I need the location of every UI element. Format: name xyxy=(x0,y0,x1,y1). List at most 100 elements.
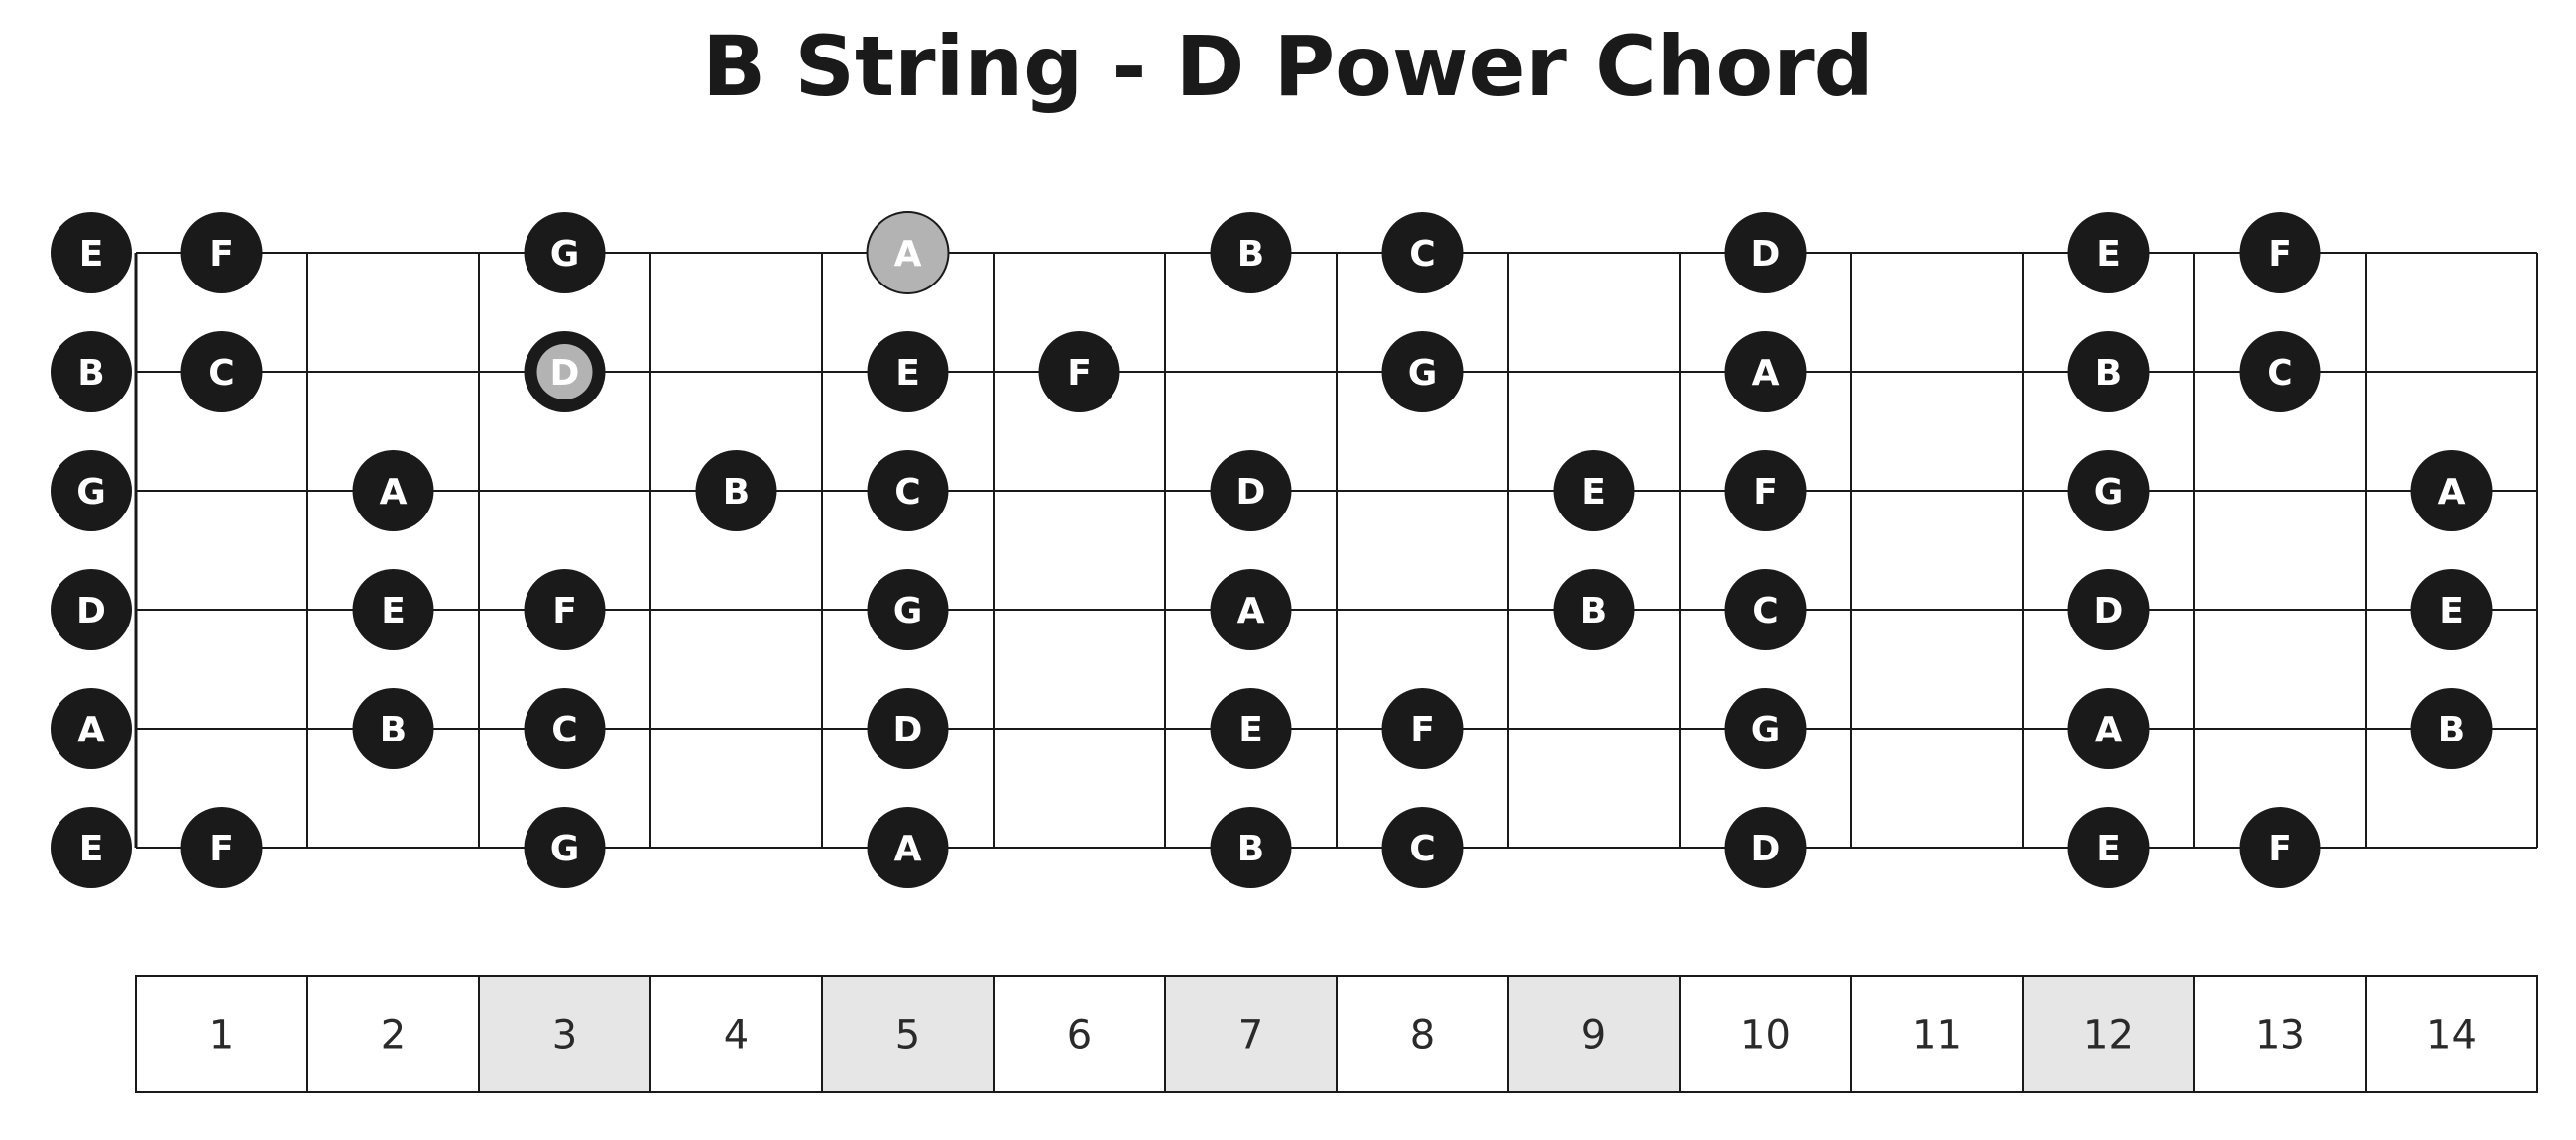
note-label: G xyxy=(2094,472,2124,513)
fret-number-box xyxy=(1850,975,2024,1093)
note-dot-circle xyxy=(867,331,949,412)
note-dot: A xyxy=(1210,569,1292,650)
note-label: B xyxy=(380,710,407,750)
note-label: C xyxy=(1409,234,1435,275)
fret-number-cell: 2 xyxy=(306,975,480,1093)
fret-number-box xyxy=(135,975,308,1093)
note-dot-circle xyxy=(867,688,949,769)
chart-title: B String - D Power Chord xyxy=(702,18,1874,115)
note-dot-circle xyxy=(867,807,949,888)
note-label: E xyxy=(2096,234,2121,275)
note-dot: A xyxy=(866,211,950,294)
note-dot: E xyxy=(867,331,949,412)
note-label: F xyxy=(2268,234,2292,275)
note-dot-circle xyxy=(1210,569,1292,650)
note-label: A xyxy=(2438,472,2466,513)
note-dot-circle xyxy=(867,450,949,531)
note-dot-circle xyxy=(51,569,132,650)
fret-number-cell: 3 xyxy=(478,975,651,1093)
note-label: C xyxy=(2267,353,2292,394)
fret-number-label: 8 xyxy=(1410,1013,1435,1059)
note-dot-circle xyxy=(2067,569,2150,650)
note-dot: B xyxy=(2410,688,2493,769)
note-dot-circle xyxy=(2067,212,2150,293)
fret-number-label: 2 xyxy=(381,1013,406,1059)
note-dot-circle xyxy=(1210,807,1292,888)
note-dot-circle xyxy=(51,212,132,293)
note-label: G xyxy=(893,591,923,631)
note-dot-circle xyxy=(524,807,606,888)
note-dot: E xyxy=(51,807,132,888)
note-dot: A xyxy=(2067,688,2150,769)
note-label: F xyxy=(2268,829,2292,869)
note-label: F xyxy=(1410,710,1435,750)
note-dot: F xyxy=(180,807,263,888)
note-dot-circle xyxy=(2239,212,2321,293)
fret-number-cell: 11 xyxy=(1850,975,2024,1093)
fret-number-cell: 7 xyxy=(1164,975,1338,1093)
note-dot: E xyxy=(2067,807,2150,888)
fret-number-cell: 1 xyxy=(135,975,308,1093)
note-dot-circle xyxy=(51,331,132,412)
note-dot: F xyxy=(524,569,606,650)
note-dot: A xyxy=(867,807,949,888)
note-dot-circle xyxy=(524,212,606,293)
note-dot-circle xyxy=(1038,331,1120,412)
note-label: B xyxy=(1237,829,1264,869)
note-label: G xyxy=(76,472,106,513)
note-label: F xyxy=(1067,353,1092,394)
note-label: G xyxy=(1408,353,1438,394)
note-dot: G xyxy=(1724,688,1807,769)
note-dot-circle xyxy=(51,450,132,531)
note-label: D xyxy=(2094,591,2124,631)
fret-number-label: 4 xyxy=(724,1013,749,1059)
note-label: F xyxy=(552,591,577,631)
note-label: B xyxy=(723,472,750,513)
fret-number-label: 3 xyxy=(552,1013,577,1059)
note-dot: A xyxy=(1724,331,1807,412)
note-dot-circle xyxy=(1724,688,1807,769)
note-dot-circle xyxy=(1724,331,1807,412)
note-dot: G xyxy=(2067,450,2150,531)
note-dot-circle xyxy=(352,569,434,650)
note-label: C xyxy=(1752,591,1778,631)
note-label: F xyxy=(209,234,234,275)
note-dot-circle xyxy=(2067,450,2150,531)
note-dot: G xyxy=(524,807,606,888)
note-label: C xyxy=(894,472,920,513)
fret-number-label: 9 xyxy=(1581,1013,1606,1059)
note-dot-circle xyxy=(180,807,263,888)
note-dot-circle xyxy=(1724,450,1807,531)
note-label: A xyxy=(380,472,408,513)
note-dot: B xyxy=(695,450,777,531)
note-dot-circle xyxy=(1381,688,1464,769)
fret-number-label: 7 xyxy=(1238,1013,1263,1059)
note-dot-circle xyxy=(867,569,949,650)
fret-number-label: 10 xyxy=(1740,1013,1791,1059)
note-dot-circle xyxy=(1724,212,1807,293)
note-dot-circle xyxy=(2410,450,2493,531)
note-dot-circle xyxy=(2239,331,2321,412)
fret-number-box xyxy=(1336,975,1509,1093)
note-dot: B xyxy=(1210,212,1292,293)
fret-number-box xyxy=(2365,975,2538,1093)
note-dot-circle xyxy=(1553,569,1635,650)
note-label: E xyxy=(1581,472,1606,513)
note-label: A xyxy=(1752,353,1780,394)
note-dot: C xyxy=(2239,331,2321,412)
fret-number-box xyxy=(306,975,480,1093)
note-dot-circle xyxy=(2239,807,2321,888)
note-label: E xyxy=(79,829,104,869)
note-label: A xyxy=(894,234,922,275)
fret-number-box xyxy=(1164,975,1338,1093)
note-dot: C xyxy=(180,331,263,412)
fret-number-cell: 10 xyxy=(1679,975,1852,1093)
fret-number-label: 12 xyxy=(2083,1013,2134,1059)
note-label: E xyxy=(79,234,104,275)
note-dot-circle xyxy=(866,211,950,294)
note-label: A xyxy=(1237,591,1265,631)
note-dot-circle xyxy=(180,331,263,412)
note-label: D xyxy=(550,353,580,394)
note-dot: E xyxy=(352,569,434,650)
note-label: E xyxy=(895,353,920,394)
